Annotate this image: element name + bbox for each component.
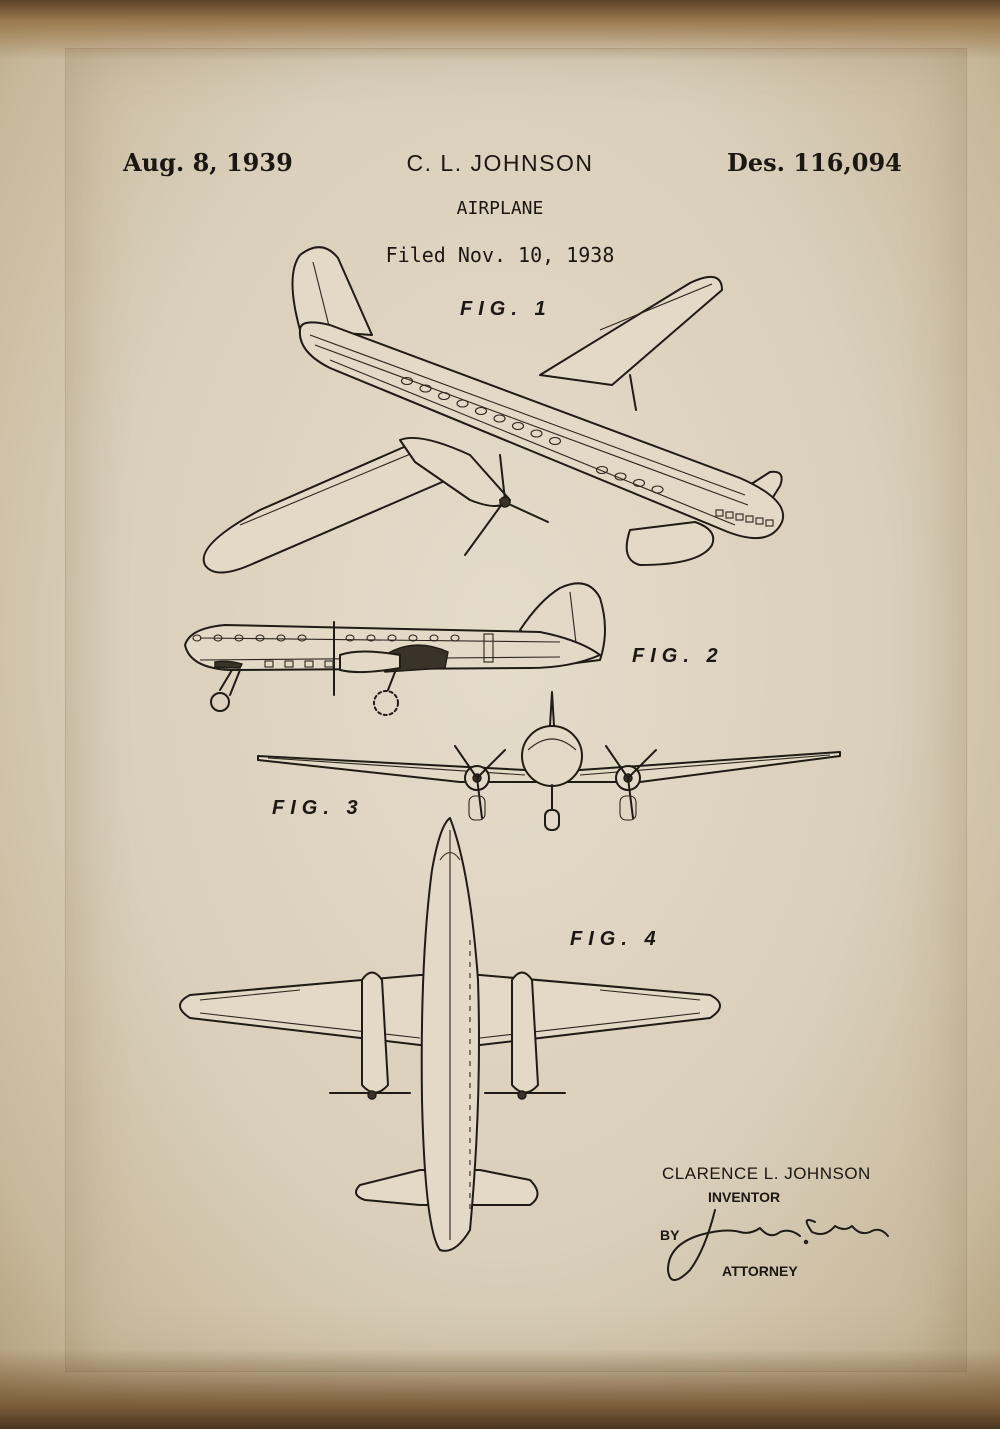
cockpit-window — [735, 513, 744, 521]
fig-1-perspective-drawing — [202, 246, 785, 574]
burnt-top-edge — [0, 0, 1000, 60]
cockpit-window — [715, 509, 724, 517]
fuselage-window — [387, 634, 397, 642]
cockpit-window — [765, 519, 774, 527]
inventor-label: INVENTOR — [708, 1189, 781, 1205]
fuselage-window — [437, 391, 451, 401]
propeller-blades — [454, 745, 506, 819]
lower-window — [264, 660, 274, 668]
fig-3-front-drawing — [257, 691, 841, 831]
fig-4-top-drawing — [179, 817, 721, 1252]
patent-date: Aug. 8, 1939 — [123, 148, 293, 177]
fuselage-window — [511, 421, 525, 431]
fuselage-window — [213, 634, 223, 642]
landing-gear — [619, 795, 637, 821]
fuselage-window — [192, 634, 202, 642]
attorney-signature-scribble — [667, 1209, 889, 1281]
fuselage-window — [450, 634, 460, 642]
propeller-blades — [605, 745, 657, 819]
inventor-name: CLARENCE L. JOHNSON — [662, 1164, 871, 1183]
fuselage-window — [234, 634, 244, 642]
fuselage-window — [614, 472, 627, 481]
fuselage-window — [408, 634, 418, 642]
fuselage-window — [595, 465, 609, 475]
fuselage-window — [474, 406, 488, 416]
filed-date: Filed Nov. 10, 1938 — [385, 243, 615, 267]
fuselage-window — [276, 634, 286, 642]
fuselage-window — [530, 429, 543, 438]
fig-3-label: FIG. 3 — [272, 797, 364, 819]
fig-1-label: FIG. 1 — [460, 298, 552, 320]
by-label: BY — [660, 1227, 680, 1243]
fuselage-window — [400, 376, 414, 386]
fuselage-window — [632, 478, 646, 488]
landing-gear — [468, 795, 486, 821]
inventor-header: C. L. JOHNSON — [406, 150, 594, 176]
fuselage-window — [548, 436, 562, 446]
lower-window — [284, 660, 294, 668]
fig-2-side-drawing — [184, 582, 606, 716]
fuselage-window — [493, 414, 506, 423]
fuselage-window — [419, 384, 432, 393]
fuselage-window — [429, 634, 439, 642]
design-number: Des. 116,094 — [727, 148, 902, 177]
fuselage-window — [456, 399, 469, 408]
cockpit-window — [755, 517, 764, 525]
attorney-label: ATTORNEY — [722, 1263, 798, 1279]
cockpit-window — [745, 515, 754, 523]
fuselage-window — [297, 634, 307, 642]
fuselage-window — [651, 485, 664, 494]
fuselage-window — [345, 634, 355, 642]
fuselage-window — [255, 634, 265, 642]
lower-window — [324, 660, 334, 668]
fig-4-label: FIG. 4 — [570, 928, 662, 950]
lower-window — [304, 660, 314, 668]
fuselage-window — [366, 634, 376, 642]
fig-2-label: FIG. 2 — [632, 645, 724, 667]
burnt-bottom-edge — [0, 1349, 1000, 1429]
cockpit-window — [725, 511, 734, 519]
patent-title: AIRPLANE — [456, 198, 544, 219]
sheet-border — [65, 48, 967, 1372]
